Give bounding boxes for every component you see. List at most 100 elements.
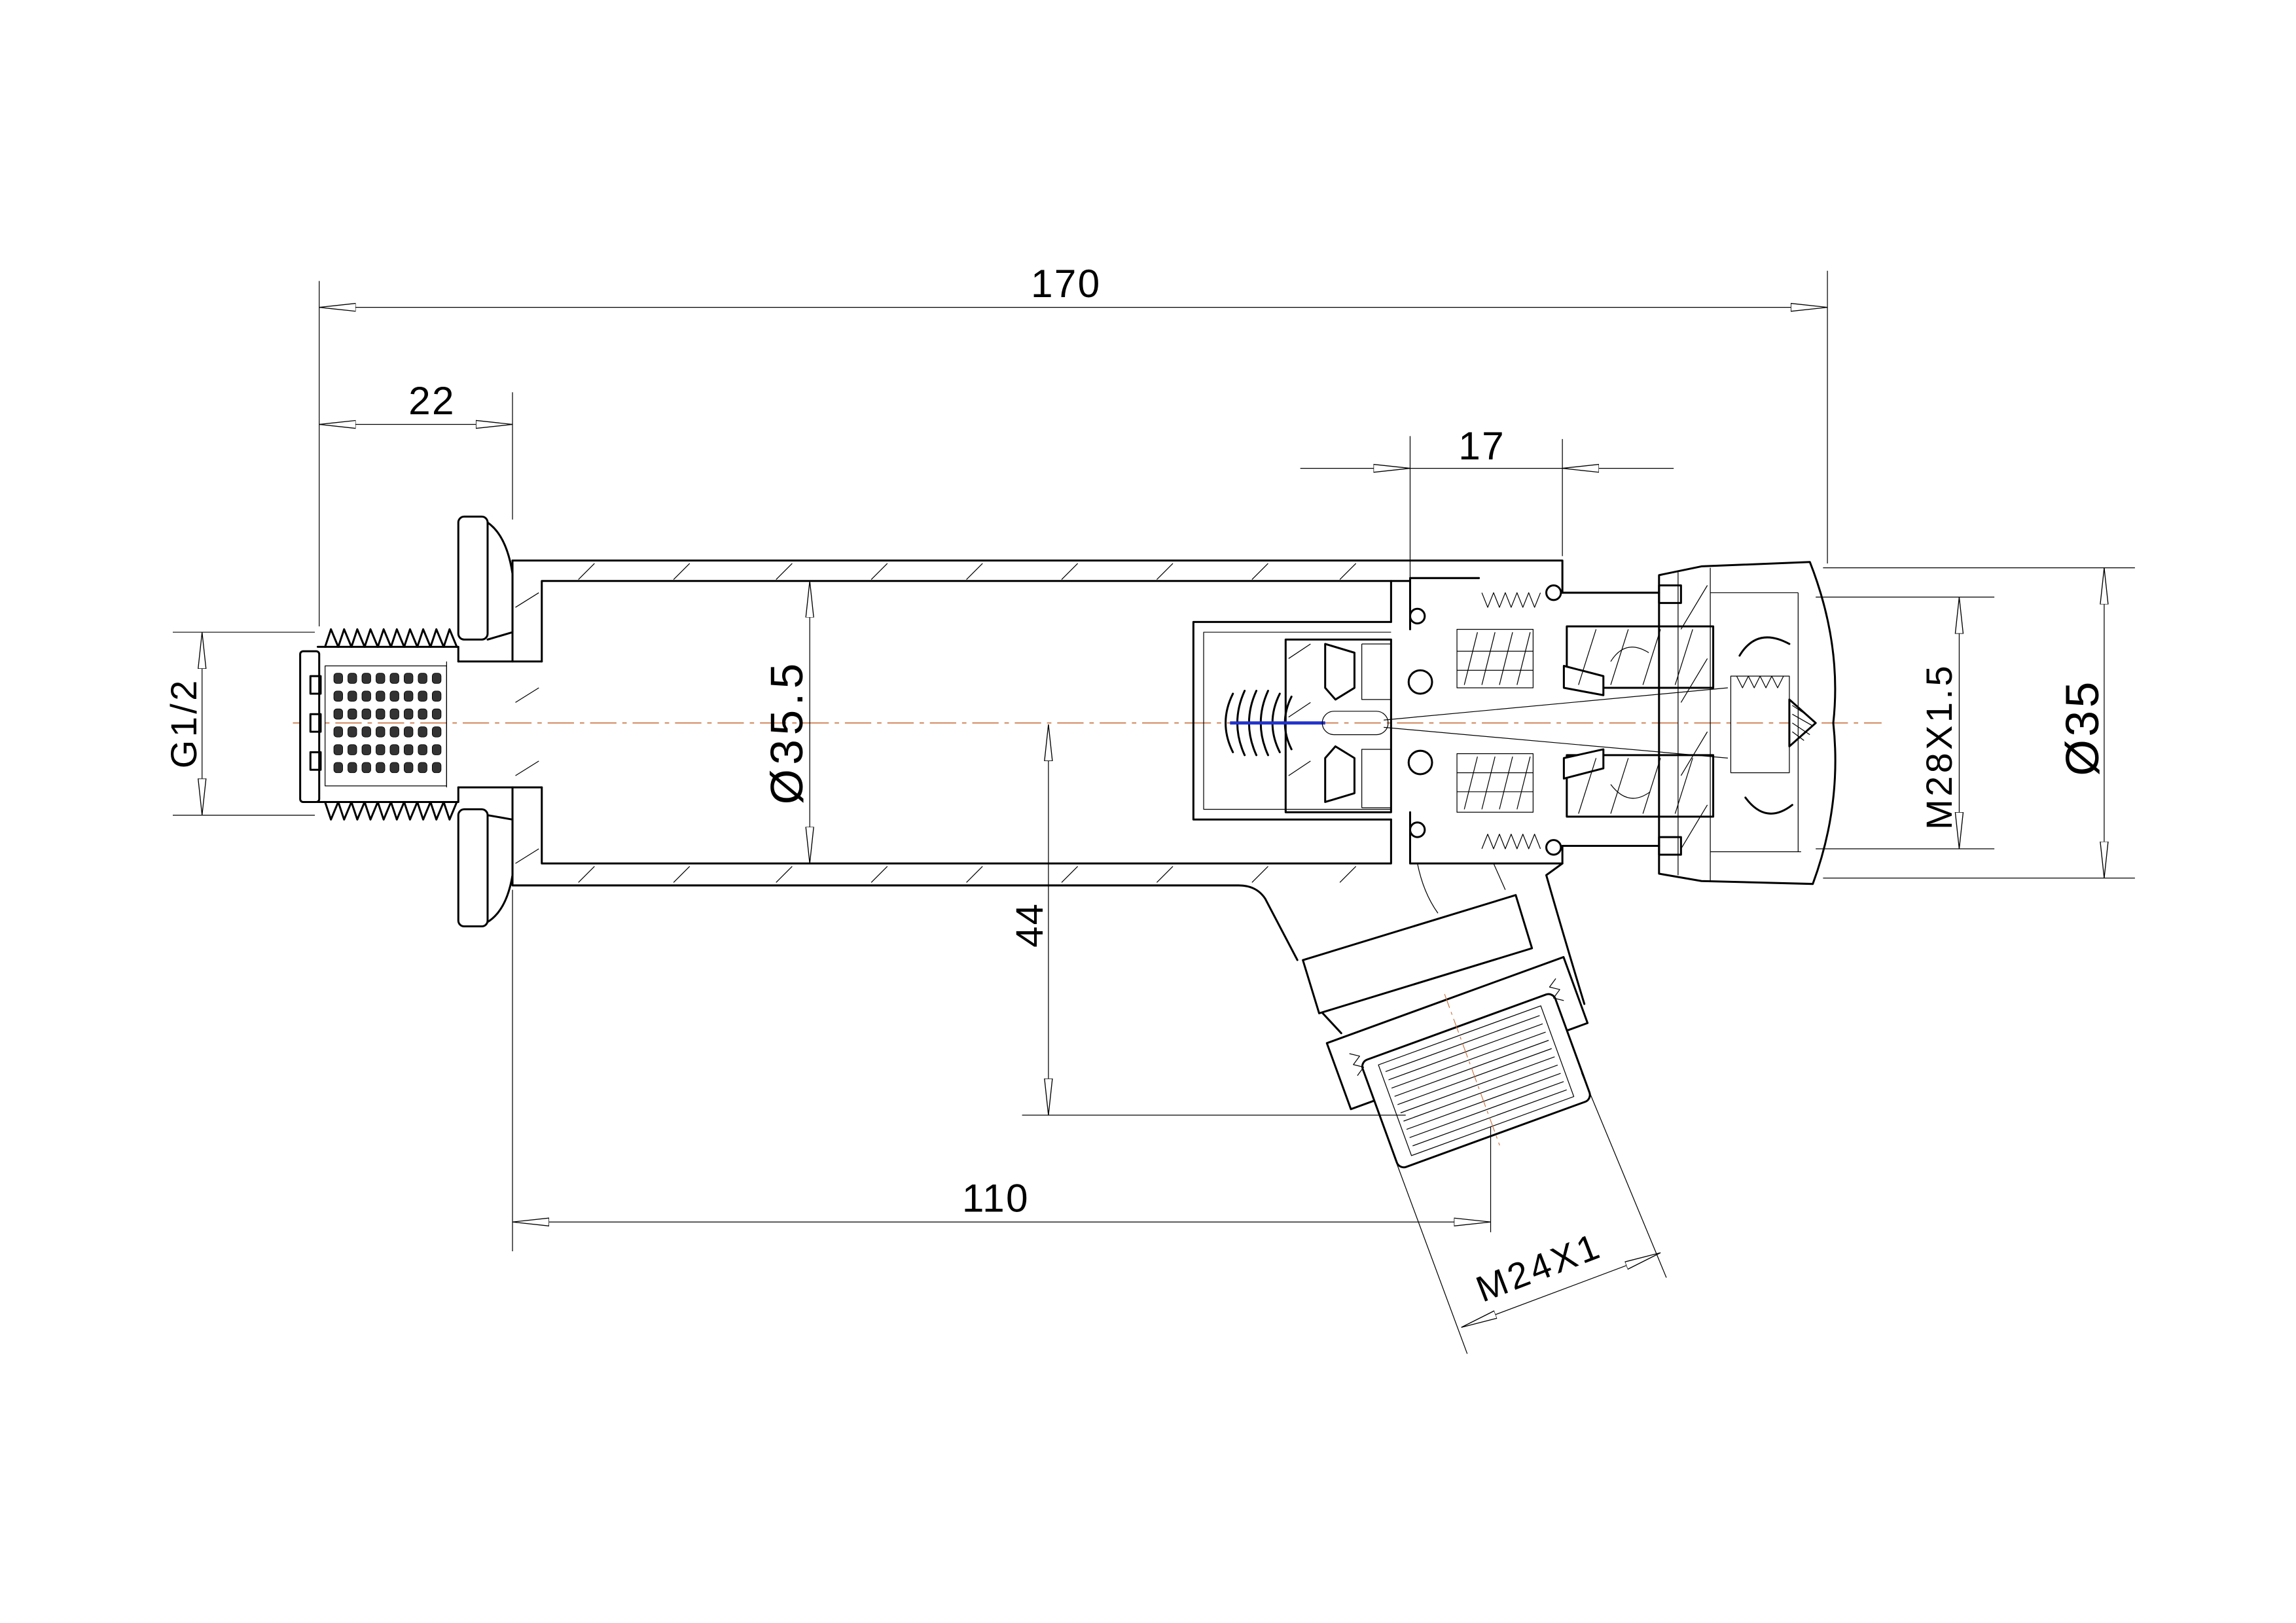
filter-hole [418, 690, 427, 702]
stem-wedge-top [1562, 664, 1605, 696]
filter-hole [431, 744, 442, 755]
seat-ring-top [1361, 643, 1391, 700]
filter-hole [333, 744, 343, 755]
cartridge-housing [1284, 638, 1392, 813]
nut-hatch-line [1463, 756, 1478, 810]
valve-plunger [1321, 711, 1389, 736]
filter-hole [376, 744, 386, 755]
cap-grip-bottom [1658, 836, 1682, 856]
filter-hole [404, 690, 414, 702]
body-hatch-line [776, 563, 793, 580]
cap-hatch-line [1680, 804, 1708, 849]
stem-tip-hatch [1792, 705, 1814, 741]
filter-hole [404, 744, 414, 755]
end-cap-tab-2 [309, 713, 322, 733]
cap-spring-top [1738, 636, 1791, 657]
nut-hatching [1463, 629, 1693, 814]
dimension-body-diameter: Ø35.5 [761, 581, 812, 864]
body-hatch-line [515, 687, 539, 703]
filter-screen-holes [333, 673, 442, 774]
nut-thread-top [1481, 592, 1541, 608]
body-hatch-line [1156, 866, 1174, 883]
filter-hole [333, 690, 343, 702]
cap-inner-walls [1677, 567, 1801, 882]
dimension-handle-diameter-extension [1823, 567, 2135, 879]
nut-hex-lines [1457, 651, 1534, 793]
valve-body [457, 559, 1564, 961]
filter-hole [376, 726, 386, 738]
filter-hole [333, 726, 343, 738]
flange-wedge-top [486, 521, 514, 641]
flange-wedge-bottom [486, 814, 514, 923]
spout-passage [1417, 863, 1506, 914]
o-ring-1 [1408, 607, 1426, 625]
handle-cap [1658, 561, 1837, 885]
dimension-m28-label: M28X1.5 [1918, 663, 1960, 830]
housing-hatch-line [1288, 702, 1311, 718]
body-inner-cavity [541, 580, 1392, 865]
valve-cartridge [1192, 584, 1562, 856]
stem-screw [1730, 675, 1790, 774]
filter-hole [389, 762, 399, 774]
filter-hole [389, 726, 399, 738]
dimension-110-label: 110 [962, 1176, 1030, 1221]
filter-hole [418, 762, 427, 774]
nut-hatch-line [1481, 756, 1496, 810]
filter-hole [361, 673, 371, 684]
stem-housing-hatch-line [1578, 758, 1597, 814]
nipple-thread-top [324, 628, 458, 648]
dimension-m24-extension [1393, 1072, 1667, 1354]
aerator-axis-centerline [1444, 993, 1500, 1146]
dimension-17: 17 [1300, 423, 1674, 579]
filter-hole [404, 673, 414, 684]
body-hatch-line [966, 563, 983, 580]
aerator-mesh-line [1409, 1081, 1564, 1138]
body-wall-hatching [515, 563, 1357, 883]
filter-hole [389, 708, 399, 720]
cap-hatching [1680, 585, 1708, 849]
stem-housing-bottom [1566, 754, 1715, 818]
body-hatch-line [776, 866, 793, 883]
dimension-22: 22 [319, 378, 513, 520]
filter-hole [418, 744, 427, 755]
housing-hatch-line [1288, 643, 1311, 659]
inlet-nipple [299, 628, 459, 821]
body-hatch-line [870, 563, 888, 580]
end-cap-tab-3 [309, 751, 322, 771]
body-hatch-line [578, 563, 595, 580]
nipple-thread-bottom [324, 800, 458, 821]
filter-hole [348, 708, 357, 720]
filter-hole [348, 673, 357, 684]
body-hatch-line [515, 592, 539, 608]
nut-hex-top [1456, 628, 1534, 688]
o-ring-3 [1545, 584, 1562, 601]
filter-hole [389, 673, 399, 684]
stem-housing-hatch-line [1610, 629, 1629, 685]
dimension-17-label: 17 [1458, 423, 1505, 468]
dimension-170-extension [319, 270, 1828, 627]
dimension-m28: M28X1.5 [1816, 596, 1995, 849]
stem-housing-hatch-line [1610, 758, 1629, 814]
filter-screen [325, 665, 447, 787]
nut-hatch-line [1499, 632, 1513, 685]
filter-hole [348, 762, 357, 774]
body-hatch-line [1251, 563, 1268, 580]
filter-hole [376, 708, 386, 720]
aerator-thread-right [1549, 978, 1564, 1001]
filter-hole [389, 744, 399, 755]
aerator-mesh-line [1385, 1015, 1540, 1073]
nut-thread-bottom [1481, 834, 1541, 849]
stem-housing-hatch-line [1642, 758, 1661, 814]
dimension-handle-diameter-label: Ø35 [2056, 679, 2109, 776]
spout-coupling-block [1302, 894, 1534, 1014]
filter-hole [348, 726, 357, 738]
nipple-body-outline [316, 645, 459, 803]
valve-seat-bottom [1324, 745, 1355, 803]
spout-coupling [1302, 894, 1534, 1014]
stem-taper [1384, 687, 1729, 758]
mounting-flange [457, 515, 514, 928]
spout-right-edge [1545, 862, 1586, 1005]
body-hatch-line [578, 866, 595, 883]
end-cap-tab-1 [309, 675, 322, 695]
housing-hatch-line [1288, 760, 1311, 776]
